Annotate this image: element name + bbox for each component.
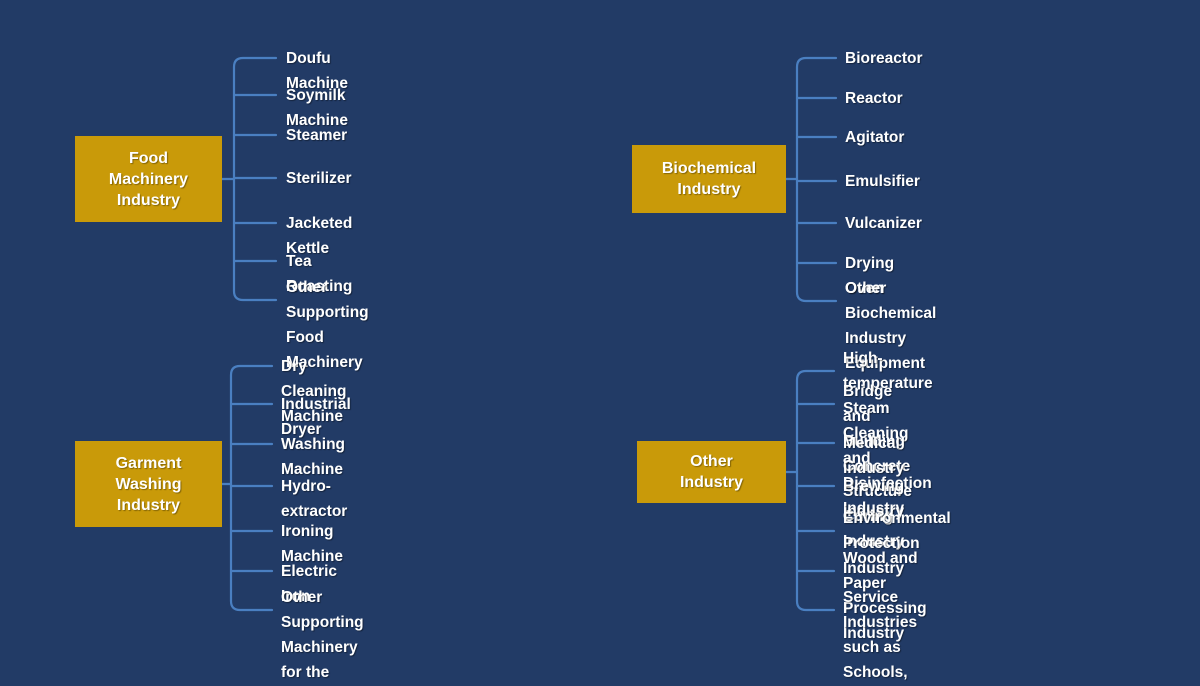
leaf-label[interactable]: Other Supporting Machinery for the Washi…	[281, 589, 364, 681]
node-biochemical-industry[interactable]: Biochemical Industry	[632, 145, 786, 213]
leaf-label[interactable]: Emulsifier	[845, 172, 920, 190]
leaf-label[interactable]: Service Industries such as Schools, Hote…	[843, 589, 918, 681]
node-garment-washing-industry[interactable]: Garment Washing Industry	[75, 441, 222, 527]
leaf-label[interactable]: Hydro-extractor	[281, 477, 348, 520]
leaf-label[interactable]: Wood and Paper Processing Industry	[843, 550, 927, 642]
leaf-label[interactable]: Bridge and Building Concrete Structure C…	[843, 383, 912, 550]
leaf-label[interactable]: Other Biochemical Industry Equipment	[845, 280, 937, 372]
leaf-label[interactable]: Soymilk Machine	[286, 86, 349, 129]
leaf-label[interactable]: Industrial Dryer	[281, 395, 351, 438]
node-food-machinery-industry[interactable]: Food Machinery Industry	[75, 136, 222, 222]
leaf-label[interactable]: Sterilizer	[286, 169, 352, 187]
leaf-label[interactable]: Reactor	[845, 89, 903, 107]
leaf-label[interactable]: Tea Roasting	[286, 252, 353, 295]
leaf-label[interactable]: Ironing Machine	[281, 522, 344, 565]
leaf-label[interactable]: Dry Cleaning Machine	[281, 357, 347, 425]
leaf-label[interactable]: Medical industry	[843, 434, 905, 477]
leaf-label[interactable]: Doufu Machine	[286, 49, 349, 92]
leaf-label[interactable]: Jacketed Kettle	[286, 214, 353, 257]
leaf-label[interactable]: Washing Machine	[281, 435, 346, 478]
leaf-label[interactable]: Brewing industry	[843, 477, 905, 520]
node-other-industry[interactable]: Other Industry	[637, 441, 786, 503]
leaf-label[interactable]: High-temperature Steam Cleaning and Disi…	[843, 350, 933, 517]
leaf-label[interactable]: Steamer	[286, 126, 348, 144]
leaf-label[interactable]: Bioreactor	[845, 49, 923, 67]
leaf-label[interactable]: Environmental Protection Industry	[843, 510, 951, 577]
leaf-label[interactable]: Electric Iron	[281, 562, 338, 605]
leaf-label[interactable]: Drying Oven	[845, 254, 895, 297]
leaf-label[interactable]: Agitator	[845, 128, 905, 146]
leaf-label[interactable]: Vulcanizer	[845, 214, 922, 232]
leaf-label[interactable]: Other Supporting Food Machinery	[286, 279, 369, 371]
